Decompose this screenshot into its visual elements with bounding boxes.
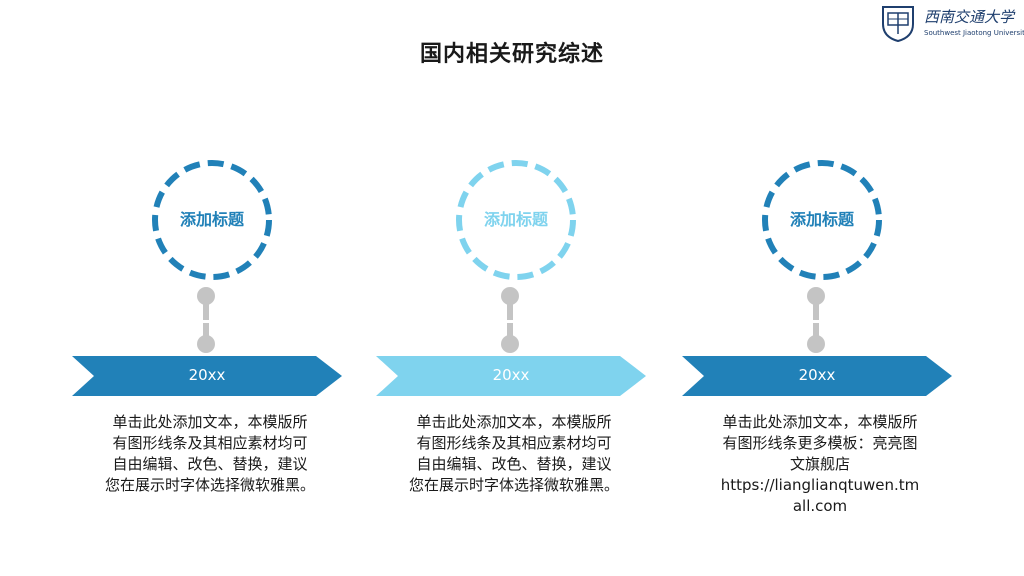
- item-description: 单击此处添加文本，本模版所 有图形线条更多模板：亮亮图 文旗舰店 https:/…: [696, 412, 944, 517]
- item-heading: 添加标题: [179, 210, 244, 229]
- university-logo: 西南交通大学 Southwest Jiaotong University: [880, 4, 1024, 44]
- item-heading: 添加标题: [789, 210, 854, 229]
- description-line: 单击此处添加文本，本模版所: [112, 413, 308, 431]
- year-arrow-banner: [72, 356, 342, 396]
- seal-icon: [882, 6, 914, 42]
- dashed-circle: [454, 158, 578, 282]
- timeline-item: 添加标题 20xx 单击此处添加文本，本模版所 有图形线条更多模板：亮亮图 文旗…: [682, 150, 982, 570]
- pin-connector: [501, 287, 519, 353]
- item-year: 20xx: [188, 366, 226, 384]
- item-description: 单击此处添加文本，本模版所 有图形线条及其相应素材均可 自由编辑、改色、替换，建…: [86, 412, 334, 496]
- description-line: all.com: [792, 497, 848, 515]
- item-heading: 添加标题: [483, 210, 548, 229]
- description-line: 有图形线条更多模板：亮亮图: [722, 434, 918, 452]
- logo-name-cn: 西南交通大学: [924, 8, 1015, 26]
- logo-name-en: Southwest Jiaotong University: [924, 29, 1024, 37]
- dashed-circle: [150, 158, 274, 282]
- item-year: 20xx: [492, 366, 530, 384]
- slide-title: 国内相关研究综述: [419, 42, 604, 67]
- description-line: 单击此处添加文本，本模版所: [722, 413, 918, 431]
- item-year: 20xx: [798, 366, 836, 384]
- year-arrow-banner: [682, 356, 952, 396]
- description-line: 自由编辑、改色、替换，建议: [416, 455, 612, 473]
- description-line: 文旗舰店: [789, 455, 850, 473]
- description-line: 单击此处添加文本，本模版所: [416, 413, 612, 431]
- description-line: 有图形线条及其相应素材均可: [112, 434, 308, 452]
- description-line: https://lianglianqtuwen.tm: [720, 476, 920, 494]
- dashed-circle: [760, 158, 884, 282]
- year-arrow-banner: [376, 356, 646, 396]
- timeline-item: 添加标题 20xx 单击此处添加文本，本模版所 有图形线条及其相应素材均可 自由…: [72, 150, 372, 570]
- pin-connector: [807, 287, 825, 353]
- pin-connector: [197, 287, 215, 353]
- description-line: 您在展示时字体选择微软雅黑。: [408, 476, 619, 494]
- description-line: 有图形线条及其相应素材均可: [416, 434, 612, 452]
- timeline-item: 添加标题 20xx 单击此处添加文本，本模版所 有图形线条及其相应素材均可 自由…: [376, 150, 676, 570]
- item-description: 单击此处添加文本，本模版所 有图形线条及其相应素材均可 自由编辑、改色、替换，建…: [390, 412, 638, 496]
- description-line: 您在展示时字体选择微软雅黑。: [104, 476, 315, 494]
- description-line: 自由编辑、改色、替换，建议: [112, 455, 308, 473]
